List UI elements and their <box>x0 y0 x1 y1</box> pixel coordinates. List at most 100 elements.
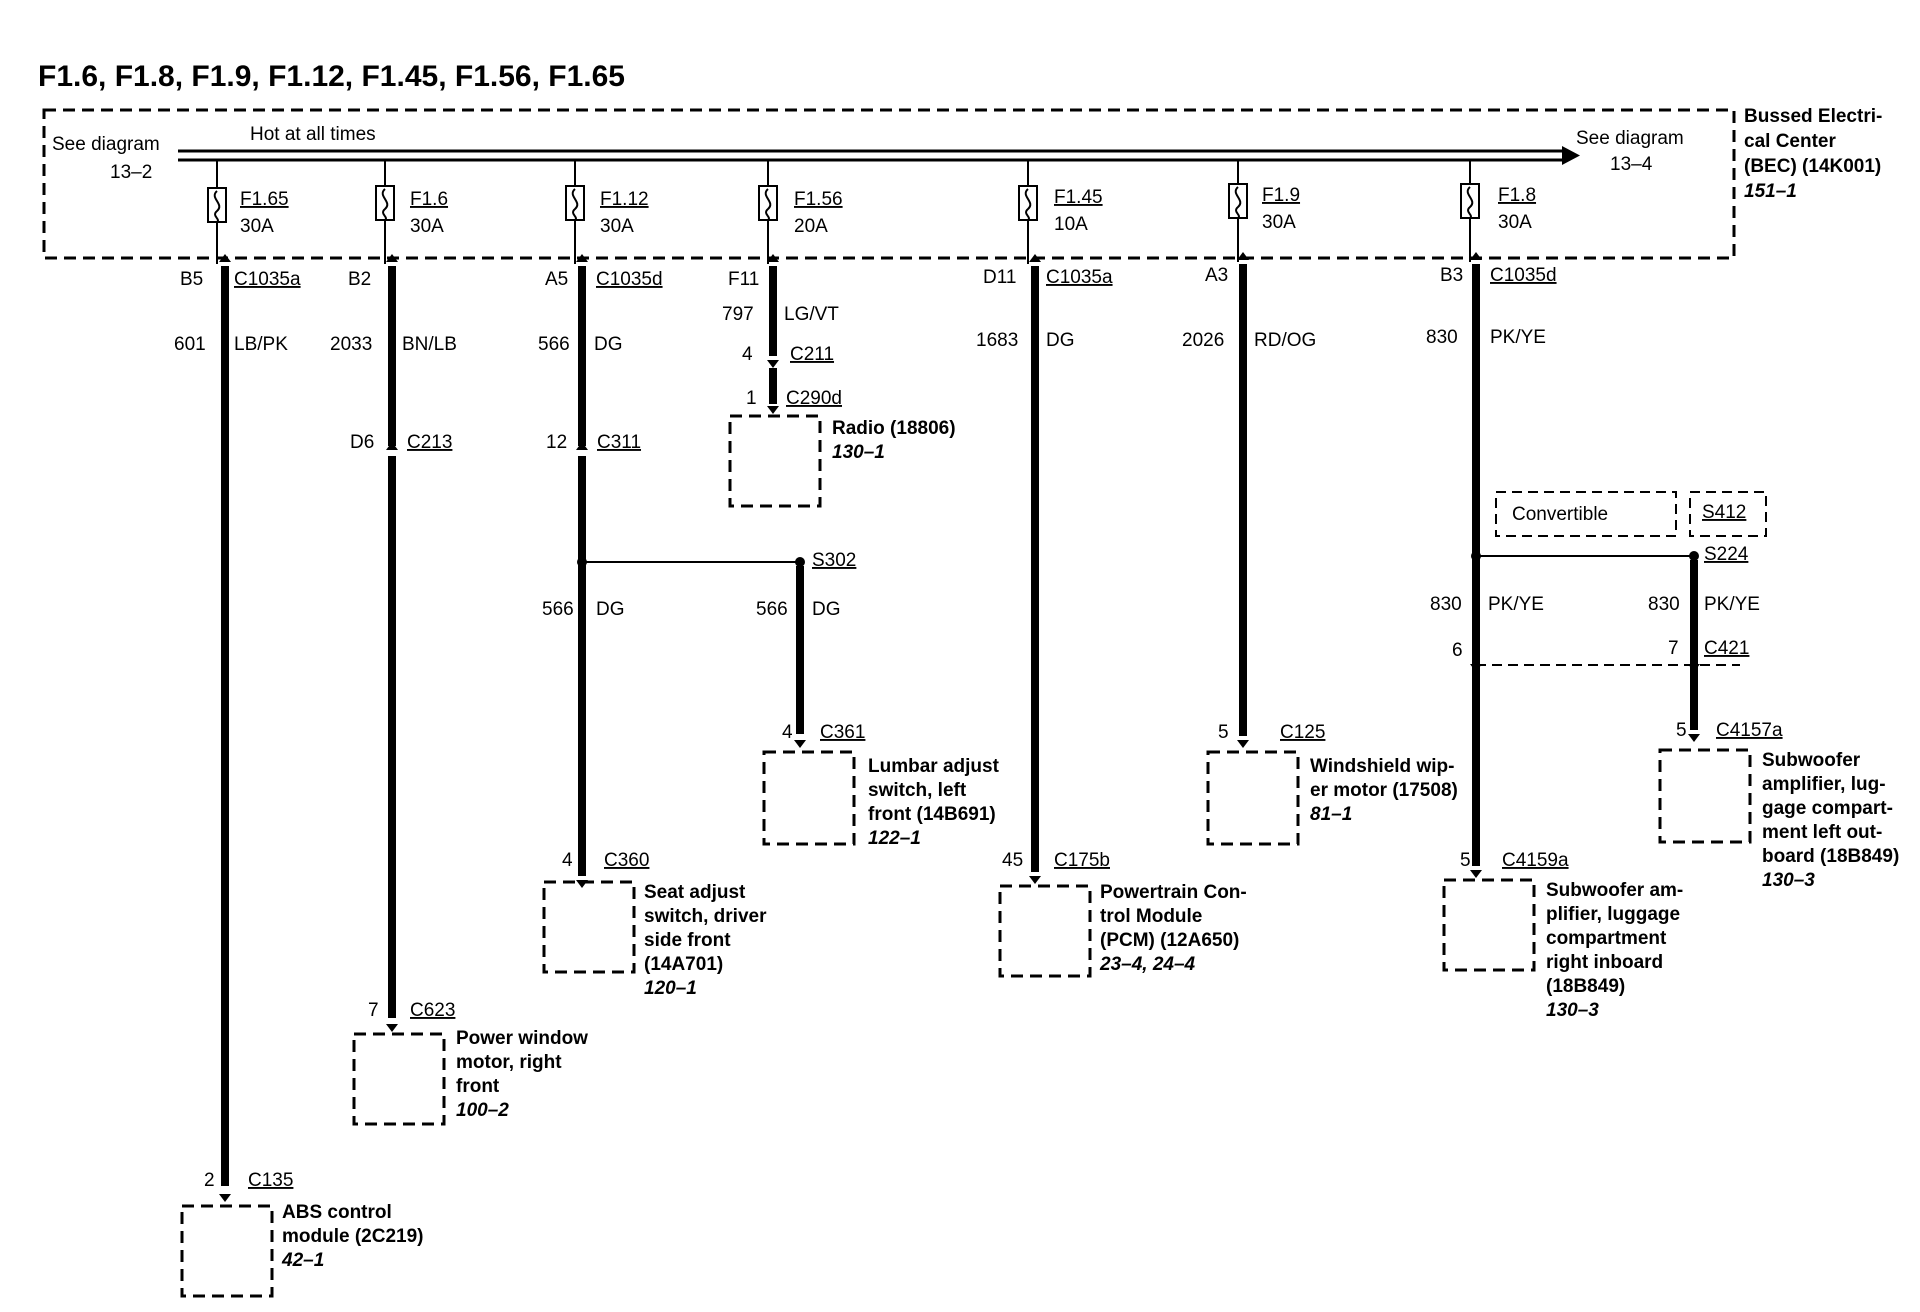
circuit-f1-65 <box>207 160 231 1202</box>
mid-connector-label: C211 <box>790 344 834 365</box>
c421-right-pin: 7 <box>1668 638 1679 659</box>
branch-circuit-number: 830 <box>1648 594 1680 615</box>
component-label-2: switch, left <box>868 780 967 801</box>
pin-label: B5 <box>180 269 203 290</box>
wire-color: RD/OG <box>1254 330 1316 351</box>
component-pin: 45 <box>1002 850 1023 871</box>
mid-connector-label: C213 <box>407 432 452 453</box>
fuse-amps: 20A <box>794 216 828 237</box>
component-ref: 130–1 <box>832 442 885 463</box>
bec-ref: 151–1 <box>1744 181 1797 202</box>
radio <box>728 414 822 508</box>
component-pin: 5 <box>1676 720 1687 741</box>
pin-label: B3 <box>1440 265 1463 286</box>
lumbar-adjust-switch <box>762 750 856 846</box>
component-label-1: Subwoofer <box>1762 750 1861 771</box>
fuse-label: F1.12 <box>600 189 649 210</box>
connector-c421: C421 <box>1704 638 1749 659</box>
c421-left-pin: 6 <box>1452 640 1463 661</box>
component-label-4: ment left out- <box>1762 822 1882 843</box>
fuse-amps: 30A <box>240 216 274 237</box>
component-pin: 1 <box>746 388 757 409</box>
pin-label: D11 <box>983 267 1016 288</box>
left-see-diagram: See diagram <box>52 134 160 155</box>
component-ref: 130–3 <box>1762 870 1815 891</box>
component-label-1: Powertrain Con- <box>1100 882 1247 903</box>
circuit-f1-12 <box>565 160 806 888</box>
component-ref: 23–4, 24–4 <box>1099 954 1196 975</box>
convertible-label: Convertible <box>1512 504 1608 525</box>
wire-color: DG <box>594 334 623 355</box>
power-window-motor <box>352 1032 446 1126</box>
component-connector: C360 <box>604 850 649 871</box>
component-label-2: switch, driver <box>644 906 767 927</box>
circuit-number: 797 <box>722 304 754 325</box>
wire-color: BN/LB <box>402 334 457 355</box>
component-connector: C4157a <box>1716 720 1783 741</box>
connector-label: C1035d <box>1490 265 1557 286</box>
component-pin: 4 <box>782 722 793 743</box>
branch-circuit-number: 566 <box>756 599 788 620</box>
connector-label: C1035a <box>1046 267 1113 288</box>
component-label-1: Windshield wip- <box>1310 756 1454 777</box>
pin-label: A5 <box>545 269 568 290</box>
wire-color: PK/YE <box>1490 327 1546 348</box>
wire-color: LG/VT <box>784 304 839 325</box>
circuit-number: 566 <box>538 334 570 355</box>
component-label-1: ABS control <box>282 1202 392 1223</box>
component-label-2: er motor (17508) <box>1310 780 1458 801</box>
component-label-3: side front <box>644 930 731 951</box>
component-label-2: amplifier, lug- <box>1762 774 1886 795</box>
circuit-f1-45 <box>1018 160 1041 884</box>
mid-connector-label: C311 <box>597 432 641 453</box>
splice-s302: S302 <box>812 550 856 571</box>
seat-adjust-switch <box>542 880 636 974</box>
component-connector: C125 <box>1280 722 1325 743</box>
fuse-label: F1.45 <box>1054 187 1103 208</box>
diagram-title: F1.6, F1.8, F1.9, F1.12, F1.45, F1.56, F… <box>38 60 625 93</box>
component-connector: C135 <box>248 1170 293 1191</box>
wire-color: LB/PK <box>234 334 288 355</box>
pin-label: F11 <box>728 269 759 290</box>
subwoofer-amplifier-left-outboard <box>1658 748 1752 844</box>
branch-circuit-number: 830 <box>1430 594 1462 615</box>
component-ref: 81–1 <box>1310 804 1352 825</box>
circuit-number: 601 <box>174 334 206 355</box>
component-pin: 7 <box>368 1000 379 1021</box>
component-label-1: Subwoofer am- <box>1546 880 1683 901</box>
bec-outline <box>42 108 1736 260</box>
component-label-1: Seat adjust <box>644 882 746 903</box>
component-label-2: plifier, luggage <box>1546 904 1680 925</box>
component-label-3: gage compart- <box>1762 798 1893 819</box>
component-label-2: module (2C219) <box>282 1226 423 1247</box>
component-connector: C175b <box>1054 850 1110 871</box>
component-pin: 2 <box>204 1170 215 1191</box>
component-connector: C623 <box>410 1000 455 1021</box>
component-label-5: board (18B849) <box>1762 846 1899 867</box>
component-label-3: front (14B691) <box>868 804 996 825</box>
component-label-3: front <box>456 1076 500 1097</box>
component-ref: 130–3 <box>1546 1000 1599 1021</box>
component-ref: 122–1 <box>868 828 921 849</box>
circuit-f1-6 <box>375 160 398 1032</box>
pin-label: A3 <box>1205 265 1228 286</box>
left-diagram-ref: 13–2 <box>110 162 152 183</box>
windshield-wiper-motor <box>1206 750 1300 846</box>
fuse-amps: 30A <box>410 216 444 237</box>
component-ref: 100–2 <box>456 1100 509 1121</box>
branch-wire-color: DG <box>596 599 625 620</box>
subwoofer-amplifier-right-inboard <box>1442 878 1536 972</box>
component-label-1: Lumbar adjust <box>868 756 1000 777</box>
branch-wire-color: PK/YE <box>1704 594 1760 615</box>
fuse-label: F1.65 <box>240 189 289 210</box>
mid-pin-label: D6 <box>350 432 374 453</box>
circuit-number: 830 <box>1426 327 1458 348</box>
circuit-number: 2033 <box>330 334 372 355</box>
circuit-f1-56 <box>758 160 779 414</box>
component-label-3: (PCM) (12A650) <box>1100 930 1239 951</box>
bus-label: Hot at all times <box>250 124 376 145</box>
circuit-f1-9 <box>1228 160 1249 748</box>
mid-pin-label: 4 <box>742 344 753 365</box>
fuse-label: F1.8 <box>1498 185 1536 206</box>
